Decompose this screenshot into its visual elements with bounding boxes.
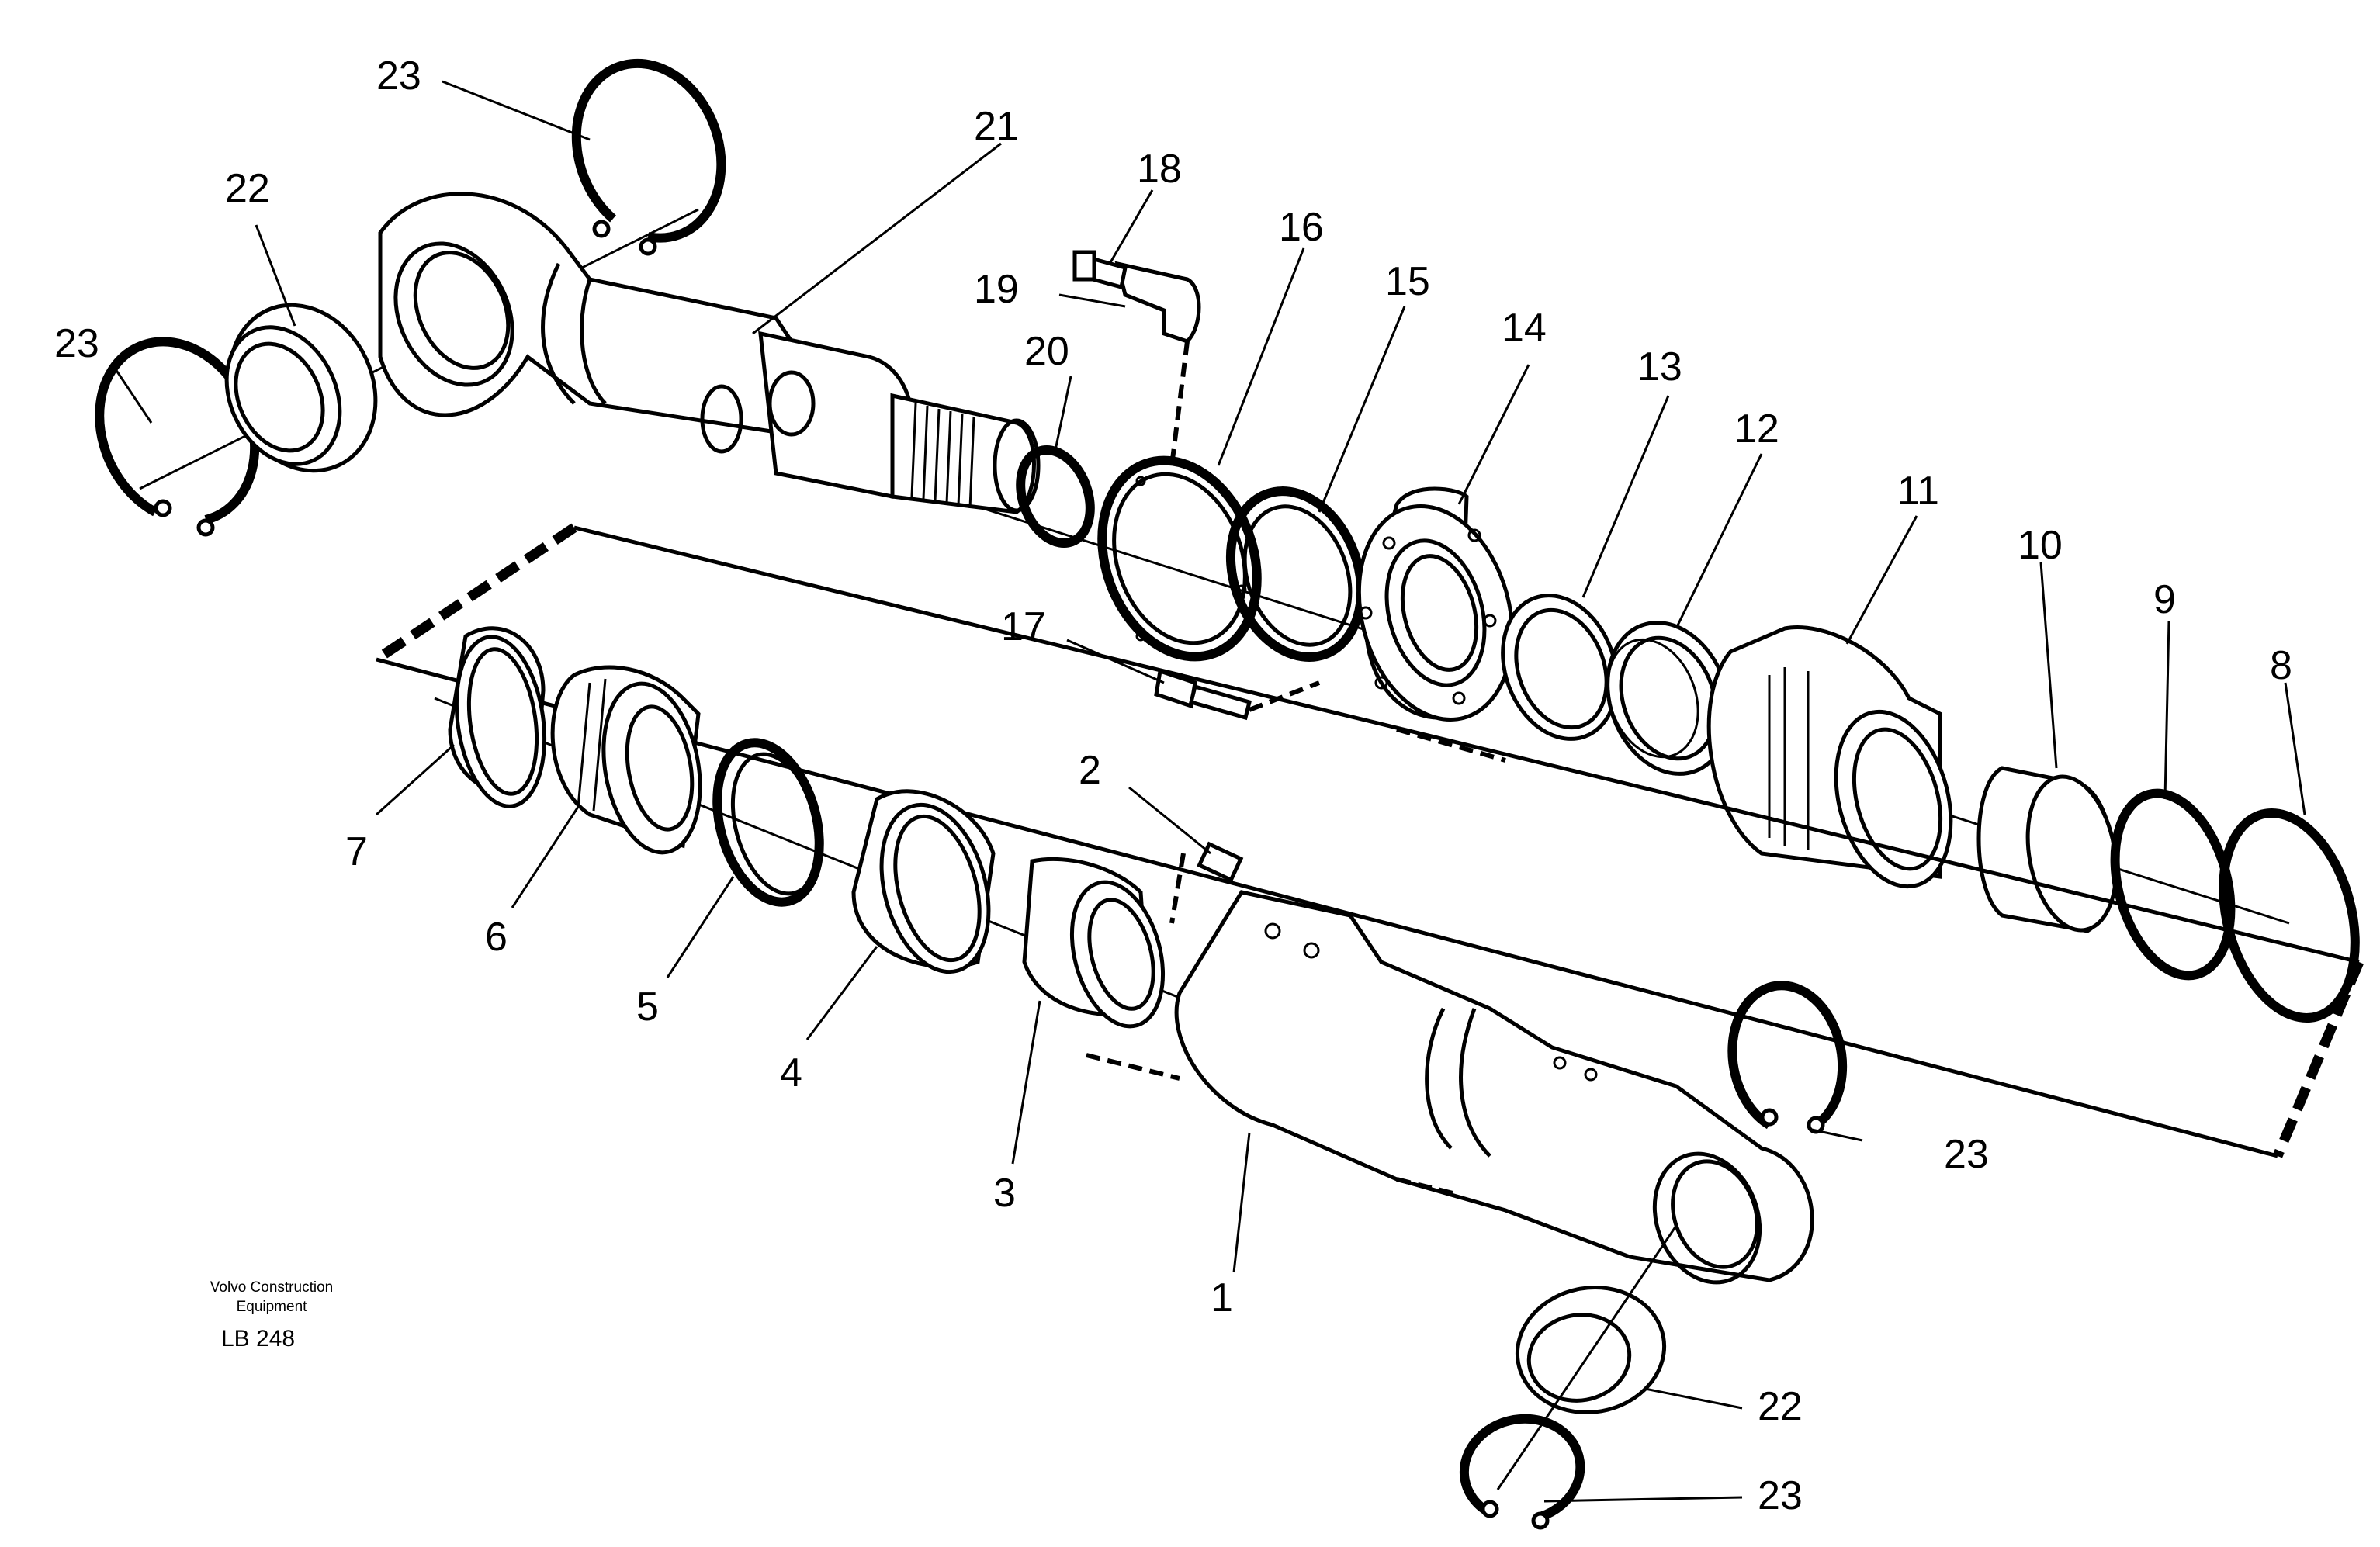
callout-4: 4	[780, 1050, 802, 1095]
piston-6	[550, 665, 702, 855]
callout-11: 11	[1897, 469, 1939, 514]
snap-ring-8	[2219, 808, 2360, 1023]
manufacturer-caption: Volvo Construction Equipment LB 248	[210, 1279, 333, 1351]
lock-plate-19	[1114, 261, 1201, 344]
callout-9: 9	[2153, 577, 2176, 622]
callout-23: 23	[54, 321, 99, 366]
bushing-22-left	[224, 303, 378, 473]
cylinder-head-14	[1356, 486, 1515, 722]
callout-23: 23	[1758, 1473, 1803, 1518]
retaining-ring-23-top	[571, 58, 726, 256]
callout-21: 21	[974, 104, 1019, 149]
callout-17: 17	[1001, 604, 1046, 649]
callout-23: 23	[1944, 1132, 1989, 1177]
leader-lines	[111, 80, 2306, 1503]
bushing-10	[1976, 766, 2118, 933]
manufacturer-name: Volvo Construction	[210, 1279, 333, 1296]
callout-8: 8	[2270, 643, 2292, 688]
callout-14: 14	[1502, 306, 1547, 351]
lower-assembly	[434, 626, 1848, 1530]
callout-22: 22	[1758, 1384, 1803, 1429]
seal-13	[1501, 594, 1619, 741]
manufacturer-division: Equipment	[237, 1299, 308, 1315]
o-ring-20	[1016, 445, 1095, 549]
screw-18	[1072, 250, 1128, 290]
callout-3: 3	[993, 1171, 1016, 1216]
callout-19: 19	[974, 267, 1019, 312]
rod-eye-21	[378, 192, 1041, 514]
callout-16: 16	[1279, 205, 1324, 250]
bolt-17	[1154, 668, 1252, 721]
callout-6: 6	[485, 915, 508, 960]
cylinder-tube-1	[1174, 890, 1814, 1285]
callout-7: 7	[345, 829, 368, 874]
callout-15: 15	[1385, 259, 1430, 304]
guide-11	[1706, 625, 1953, 889]
guide-ring-4	[851, 789, 996, 974]
callout-10: 10	[2018, 523, 2063, 568]
retaining-ring-23-right	[1727, 981, 1848, 1134]
callout-23: 23	[376, 54, 421, 99]
callout-labels: 23 22 23 21 18 19 20 16 15 14 13 12 11 1…	[54, 54, 2292, 1518]
callout-20: 20	[1024, 329, 1069, 374]
callout-5: 5	[636, 985, 659, 1030]
lock-washer-16	[1097, 455, 1262, 662]
callout-18: 18	[1137, 147, 1182, 192]
upper-assembly	[95, 58, 2360, 1023]
callout-2: 2	[1079, 748, 1101, 793]
bushing-7	[448, 626, 547, 808]
ring-15	[1225, 486, 1367, 662]
callout-12: 12	[1734, 407, 1779, 452]
callout-13: 13	[1637, 344, 1682, 389]
retaining-ring-23-bottom	[1459, 1414, 1585, 1530]
callout-1: 1	[1211, 1275, 1233, 1320]
callout-22: 22	[225, 166, 270, 211]
seal-5	[712, 738, 824, 907]
drawing-code: LB 248	[221, 1326, 295, 1351]
retaining-ring-23-left	[95, 337, 260, 537]
seal-3	[1022, 857, 1166, 1029]
